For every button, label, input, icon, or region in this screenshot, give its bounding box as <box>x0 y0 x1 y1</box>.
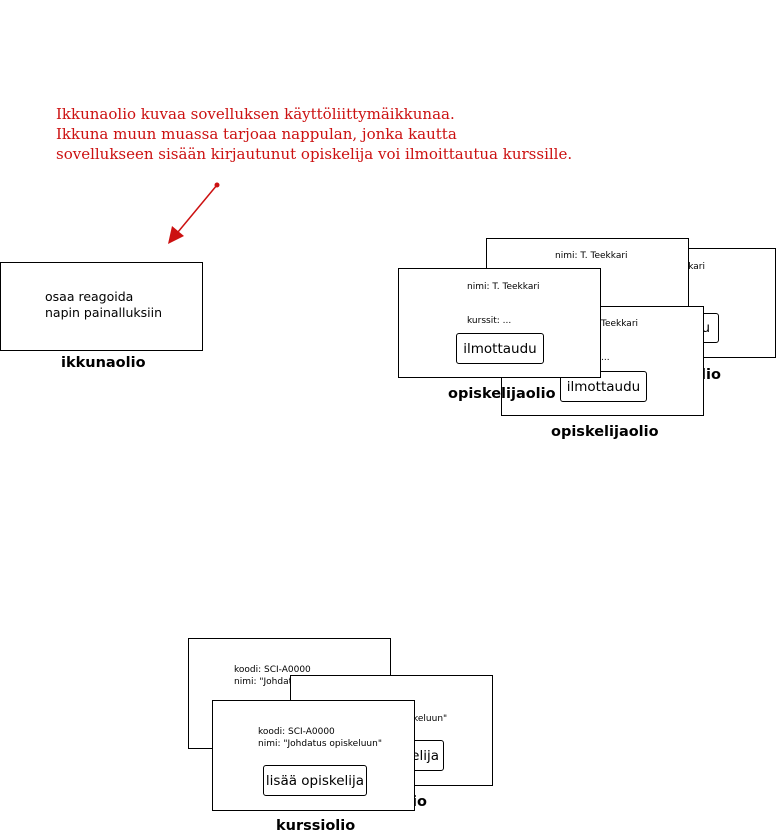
student-object-back-right-caption: lio <box>701 367 721 383</box>
student-object-front-caption: opiskelijaolio <box>448 386 556 402</box>
student-object-front-name: nimi: T. Teekkari <box>467 282 540 292</box>
course-object-front-code: koodi: SCI-A0000 <box>258 727 335 737</box>
annotation-line-3: sovellukseen sisään kirjautunut opiskeli… <box>56 145 573 163</box>
course-object-front-box: koodi: SCI-A0000 nimi: "Johdatus opiskel… <box>212 700 415 811</box>
window-object-box: osaa reagoida napin painalluksiin <box>0 262 203 351</box>
student-object-back-right-name: kkari <box>683 262 705 272</box>
annotation-text: Ikkunaolio kuvaa sovelluksen käyttöliitt… <box>56 104 572 164</box>
annotation-line-1: Ikkunaolio kuvaa sovelluksen käyttöliitt… <box>56 105 455 123</box>
window-object-caption: ikkunaolio <box>61 355 146 371</box>
course-object-middle-name: keluun" <box>413 714 448 724</box>
student-object-middle-caption: opiskelijaolio <box>551 424 659 440</box>
student-object-front-box: nimi: T. Teekkari kurssit: ... ilmottaud… <box>398 268 601 378</box>
course-object-front-name: nimi: "Johdatus opiskeluun" <box>258 739 382 749</box>
course-object-middle-caption: io <box>412 794 427 810</box>
course-object-back-code: koodi: SCI-A0000 <box>234 665 311 675</box>
course-object-back-name: nimi: "Johdatus <box>234 677 303 687</box>
arrow-origin-dot <box>214 182 220 188</box>
annotation-line-2: Ikkuna muun muassa tarjoaa nappulan, jon… <box>56 125 457 143</box>
window-object-text-2: napin painalluksiin <box>45 305 163 320</box>
student-object-middle-name: Teekkari <box>601 319 639 329</box>
student-object-middle-courses: ... <box>601 353 610 363</box>
course-object-front-caption: kurssiolio <box>276 818 356 834</box>
window-object-text-1: osaa reagoida <box>45 289 134 304</box>
course-object-front-button[interactable]: lisää opiskelija <box>263 765 367 796</box>
arrow-head <box>168 226 184 244</box>
student-object-front-button[interactable]: ilmottaudu <box>456 333 544 364</box>
student-object-back-name: nimi: T. Teekkari <box>555 251 628 261</box>
arrow-shaft <box>177 184 218 233</box>
student-object-front-courses: kurssit: ... <box>467 316 512 326</box>
